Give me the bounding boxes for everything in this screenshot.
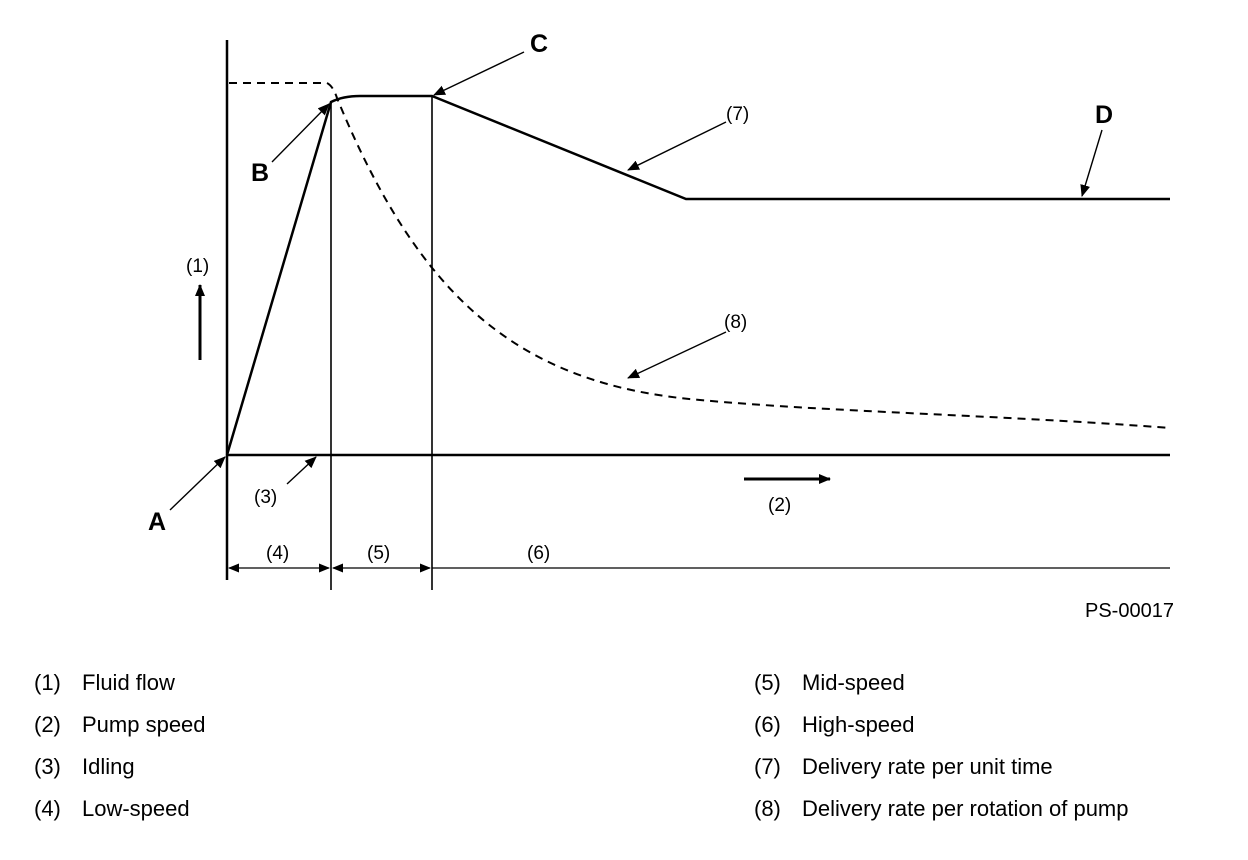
legend-text: Fluid flow [82, 670, 175, 695]
legend-item: (7) Delivery rate per unit time [754, 746, 1129, 788]
point-d-label: D [1095, 101, 1113, 129]
legend-item: (2) Pump speed [34, 704, 206, 746]
legend-item: (6) High-speed [754, 704, 1129, 746]
legend-number: (2) [34, 712, 61, 737]
legend-item: (5) Mid-speed [754, 662, 1129, 704]
callout-delivery-time: (7) [726, 104, 749, 125]
legend-right: (5) Mid-speed (6) High-speed (7) Deliver… [754, 662, 1129, 830]
legend-item: (4) Low-speed [34, 788, 206, 830]
legend-item: (3) Idling [34, 746, 206, 788]
point-c-label: C [530, 30, 548, 58]
figure-code: PS-00017 [1085, 600, 1174, 622]
legend-number: (4) [34, 796, 61, 821]
leader-a [169, 456, 226, 511]
curve-delivery-per-unit-time [225, 94, 1170, 456]
legend-text: Delivery rate per rotation of pump [802, 796, 1129, 821]
leader-b [271, 103, 330, 163]
legend-item: (8) Delivery rate per rotation of pump [754, 788, 1129, 830]
callout-low-speed: (4) [266, 543, 289, 564]
callout-mid-speed: (5) [367, 543, 390, 564]
callout-idling: (3) [254, 487, 277, 508]
leader-3 [286, 456, 317, 485]
legend-text: High-speed [802, 712, 915, 737]
legend-item: (1) Fluid flow [34, 662, 206, 704]
legend-text: Pump speed [82, 712, 206, 737]
legend-number: (7) [754, 754, 781, 779]
legend-text: Delivery rate per unit time [802, 754, 1053, 779]
callout-high-speed: (6) [527, 543, 550, 564]
legend-text: Mid-speed [802, 670, 905, 695]
callout-delivery-rotation: (8) [724, 312, 747, 333]
legend-number: (5) [754, 670, 781, 695]
callout-fluid-flow: (1) [186, 256, 209, 277]
legend-text: Low-speed [82, 796, 190, 821]
point-b-label: B [251, 159, 269, 187]
callout-pump-speed: (2) [768, 495, 791, 516]
leader-c [433, 51, 525, 96]
legend-left: (1) Fluid flow (2) Pump speed (3) Idling… [34, 662, 206, 830]
legend-number: (1) [34, 670, 61, 695]
legend-number: (3) [34, 754, 61, 779]
legend-number: (8) [754, 796, 781, 821]
leader-d [1080, 129, 1103, 197]
curve-delivery-per-rotation [229, 82, 1171, 429]
leader-7 [627, 121, 727, 171]
legend-text: Idling [82, 754, 135, 779]
leader-8 [627, 331, 727, 379]
point-a-label: A [148, 508, 166, 536]
flow-diagram: A B C D (1) (2) (3) (4) (5) (6) (7) (8) … [148, 30, 1174, 622]
legend-number: (6) [754, 712, 781, 737]
